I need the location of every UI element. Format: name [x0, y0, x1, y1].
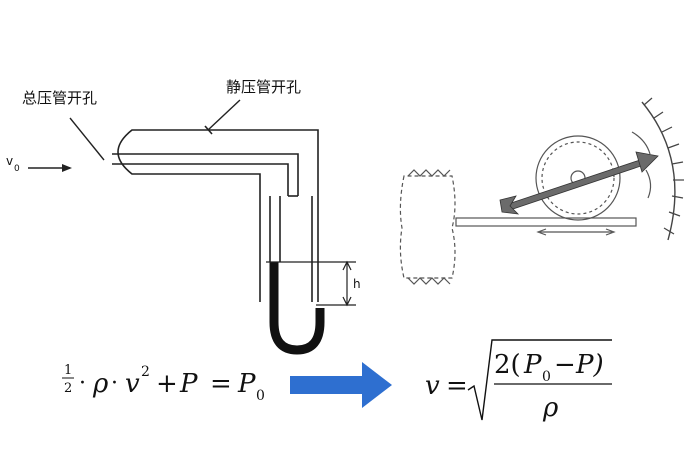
plus-sign: + — [156, 369, 178, 399]
dot-2: · — [111, 371, 118, 396]
inflow-velocity-subscript: 0 — [14, 164, 20, 174]
gear-wheel — [535, 135, 621, 221]
mechanical-gauge — [399, 101, 676, 285]
rotation-arc-right — [645, 169, 652, 199]
square-exponent: 2 — [141, 364, 150, 380]
dial-scale-arc — [641, 101, 676, 241]
manometer-left-leg — [269, 196, 281, 262]
total-tube-inner-bottom — [112, 163, 289, 196]
numerator-p0: P — [523, 350, 542, 380]
total-hole-leader — [69, 117, 105, 161]
total-tube-inner-top — [112, 153, 299, 196]
bellows-top-teeth — [407, 169, 451, 177]
static-hole-leader — [207, 99, 241, 131]
total-pressure-hole-label: 总压管开孔 — [22, 89, 97, 107]
manometer-liquid — [269, 262, 325, 355]
h-label: h — [353, 277, 361, 291]
rack-motion-right — [605, 228, 616, 236]
numerator-p0-subscript: 0 — [542, 369, 551, 385]
inflow-arrow — [28, 164, 72, 172]
pressure-symbol: P — [179, 369, 198, 399]
numerator-p: P) — [575, 350, 604, 380]
gear-teeth — [541, 141, 615, 215]
total-pressure-symbol: P — [237, 369, 256, 399]
tube-outer-wall — [117, 129, 290, 302]
numerator-minus: − — [554, 350, 576, 380]
rho-symbol: ρ — [92, 369, 109, 399]
half-denominator: 2 — [64, 381, 72, 396]
rotation-arc-top — [631, 131, 651, 155]
inflow-velocity-label: v — [6, 154, 13, 168]
dot-1: · — [79, 371, 86, 396]
half-numerator: 1 — [64, 363, 72, 378]
bellows-bottom-teeth — [407, 277, 451, 285]
equals-sign: = — [210, 369, 232, 399]
equals-sign-2: = — [446, 371, 468, 401]
rack-motion-left — [536, 228, 547, 236]
pitot-tube — [112, 125, 319, 302]
gauge-pointer — [499, 151, 659, 215]
denominator-rho: ρ — [542, 393, 559, 423]
implies-arrow — [290, 362, 392, 408]
h-arrow-up — [342, 260, 352, 271]
total-pressure-subscript: 0 — [256, 388, 265, 404]
static-tube-outer — [290, 129, 319, 302]
sqrt-sign — [467, 339, 612, 421]
static-pressure-hole-label: 静压管开孔 — [226, 78, 301, 96]
rack-bar — [455, 217, 637, 227]
v-symbol: v — [125, 369, 140, 399]
bellows — [399, 175, 456, 279]
height-indicator — [266, 260, 356, 307]
velocity-symbol: v — [425, 371, 440, 401]
dial-scale-ticks — [643, 97, 684, 235]
bernoulli-equation: 1 2 · ρ · v 2 + P = P 0 — [62, 363, 265, 404]
numerator-two: 2( — [494, 350, 521, 380]
h-arrow-down — [342, 296, 352, 307]
velocity-equation: v = 2( P 0 − P) ρ — [425, 339, 612, 423]
